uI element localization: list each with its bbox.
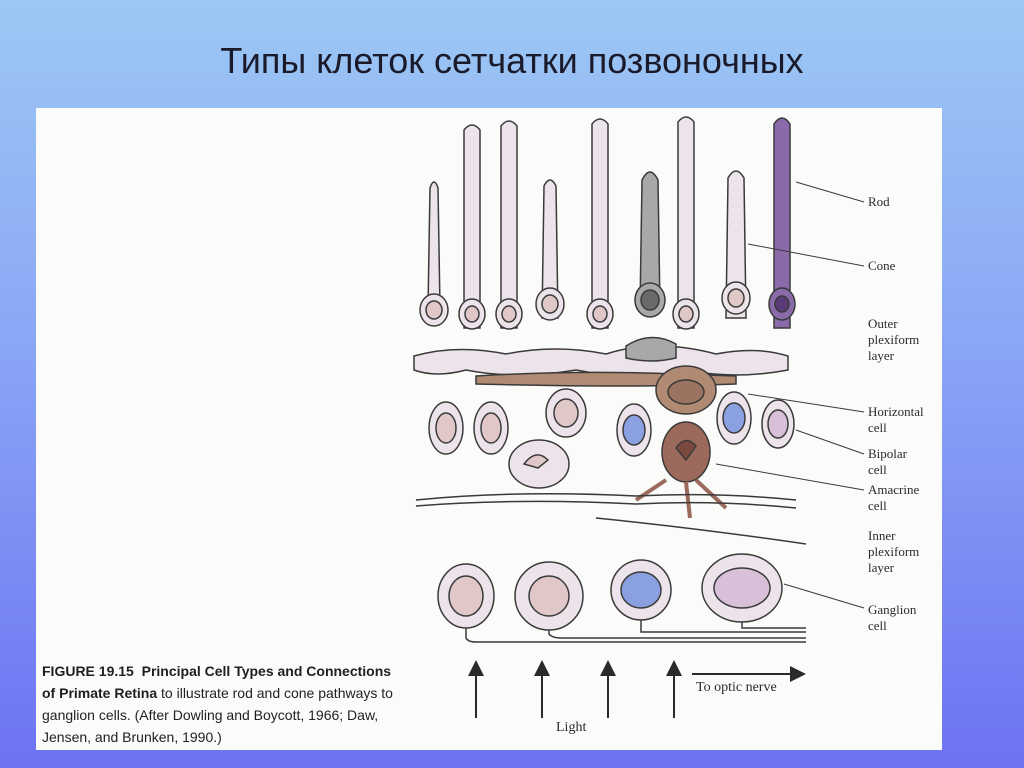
optic-nerve-fibers xyxy=(465,620,806,643)
label-inner-plexiform: Inner plexiform layer xyxy=(868,528,920,575)
bipolar-cells xyxy=(428,388,795,457)
horizontal-cell xyxy=(475,365,737,415)
rod-outer-segment xyxy=(773,117,791,329)
outer-plexiform-band xyxy=(413,336,789,377)
caption-heading-line2: of Primate Retina xyxy=(42,685,158,701)
ganglion-cells xyxy=(437,553,783,631)
figure-panel: Rod Cone Outer plexiform layer Horizonta… xyxy=(36,108,942,750)
retina-diagram xyxy=(413,116,865,718)
cone-outer-segment xyxy=(725,170,747,319)
inner-plexiform-band xyxy=(415,493,807,545)
cone-outer-segment xyxy=(541,179,559,319)
label-rod: Rod xyxy=(868,194,890,209)
slide-title: Типы клеток сетчатки позвоночных xyxy=(220,40,804,81)
figure-caption: FIGURE 19.15 Principal Cell Types and Co… xyxy=(42,660,462,748)
label-bipolar: Bipolar cell xyxy=(868,446,907,477)
label-outer-plexiform: Outer plexiform layer xyxy=(868,316,920,363)
label-cone: Cone xyxy=(868,258,896,273)
photoreceptor-nuclei xyxy=(419,281,796,330)
light-arrows xyxy=(468,660,682,718)
caption-text-line1: to illustrate rod and cone pathways to xyxy=(157,685,393,701)
rod-outer-segment xyxy=(463,124,481,329)
rod-outer-segment xyxy=(500,120,518,329)
label-leader-lines xyxy=(715,181,865,609)
light-label: Light xyxy=(556,720,587,735)
label-ganglion: Ganglion cell xyxy=(868,602,917,633)
cone-outer-segment xyxy=(427,181,441,309)
optic-nerve-label: To optic nerve xyxy=(696,680,777,695)
caption-text-line3: Jensen, and Brunken, 1990.) xyxy=(42,729,222,745)
rod-outer-segment xyxy=(677,116,695,329)
photoreceptor-layer xyxy=(427,116,791,329)
amacrine-cells xyxy=(508,421,728,519)
cone-outer-segment xyxy=(639,171,661,309)
label-amacrine: Amacrine cell xyxy=(868,482,920,513)
caption-heading-line1: Principal Cell Types and Connections xyxy=(141,663,392,679)
rod-outer-segment xyxy=(591,118,609,329)
caption-text-line2: ganglion cells. (After Dowling and Boyco… xyxy=(42,707,379,723)
caption-figure-number: FIGURE 19.15 xyxy=(42,663,134,679)
label-horizontal: Horizontal cell xyxy=(868,404,924,435)
